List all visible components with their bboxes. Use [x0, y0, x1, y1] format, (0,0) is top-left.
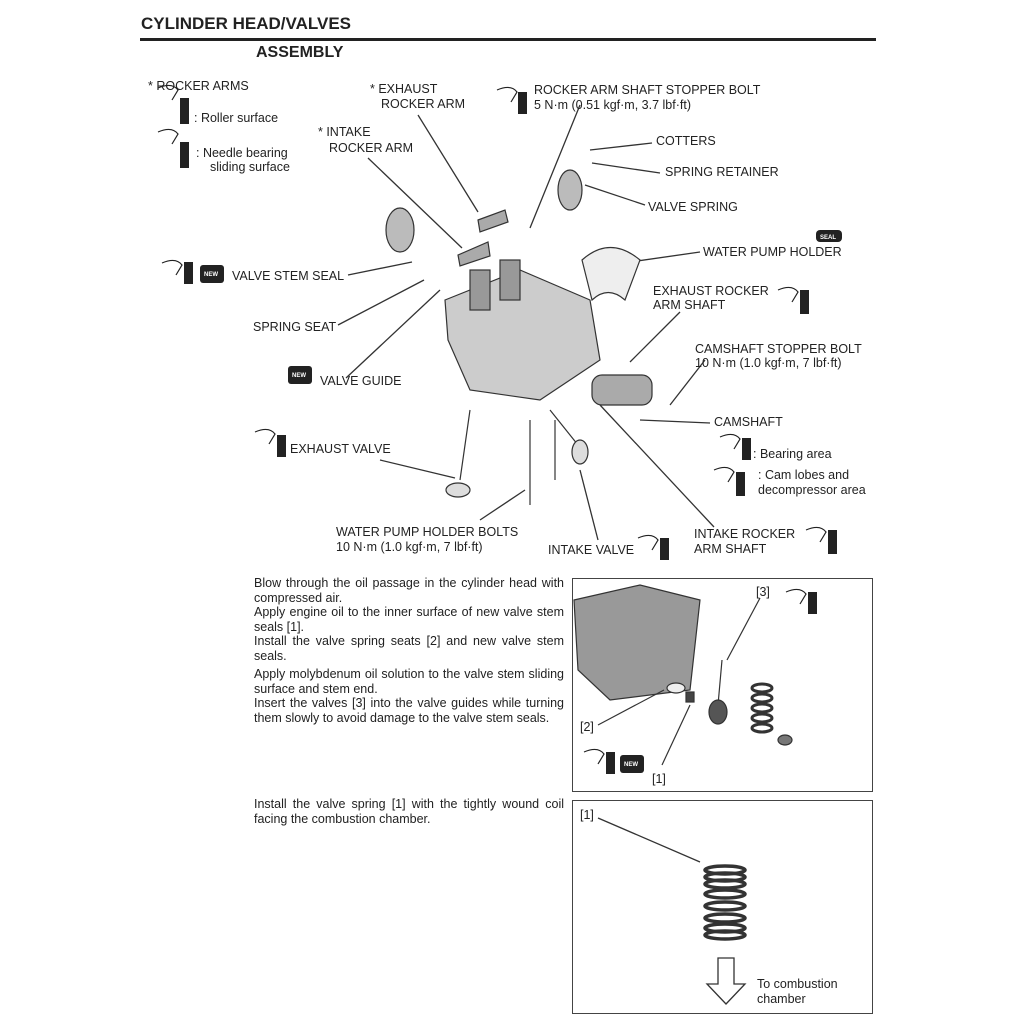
label-exhaust-rocker-arm: * EXHAUST — [370, 82, 438, 96]
label-cam-lobes-2: decompressor area — [758, 483, 866, 497]
label-intake-rocker-shaft-2: ARM SHAFT — [694, 542, 767, 556]
label-camshaft-bolt: CAMSHAFT STOPPER BOLT — [695, 342, 862, 356]
label-camshaft: CAMSHAFT — [714, 415, 783, 429]
svg-text:SEAL: SEAL — [820, 235, 836, 241]
label-intake-rocker-arm: * INTAKE — [318, 125, 371, 139]
label-camshaft-bolt-torque: 10 N·m (1.0 kgf·m, 7 lbf·ft) — [695, 356, 842, 370]
label-wp-bolts: WATER PUMP HOLDER BOLTS — [336, 525, 519, 539]
label-cam-lobes: : Cam lobes and — [758, 468, 850, 482]
svg-text:NEW: NEW — [292, 373, 306, 379]
page-subtitle: ASSEMBLY — [256, 44, 344, 61]
label-stopper-bolt: ROCKER ARM SHAFT STOPPER BOLT — [534, 83, 761, 97]
label-intake-rocker-arm-2: ROCKER ARM — [329, 141, 414, 155]
step-4: Apply molybdenum oil solution to the val… — [254, 667, 564, 696]
step-1: Blow through the oil passage in the cyli… — [254, 576, 564, 605]
new-icon-text: NEW — [204, 272, 218, 278]
label-exhaust-rocker-arm-2: ROCKER ARM — [381, 97, 466, 111]
callout-1: [1] — [652, 772, 666, 786]
label-bearing-area: : Bearing area — [753, 447, 832, 461]
rocker-arms-note: * ROCKER ARMS — [148, 79, 249, 93]
step-5: Insert the valves [3] into the valve gui… — [254, 696, 564, 725]
callout-2: [2] — [580, 720, 594, 734]
combustion-note-2: chamber — [757, 992, 806, 1006]
label-intake-rocker-shaft: INTAKE ROCKER — [694, 527, 796, 541]
callout-spring-1: [1] — [580, 808, 594, 822]
arrow-down-icon — [705, 957, 747, 1005]
label-valve-spring: VALVE SPRING — [648, 200, 738, 214]
section-title: CYLINDER HEAD/VALVES — [141, 14, 352, 33]
label-intake-valve: INTAKE VALVE — [548, 543, 635, 557]
label-valve-stem-seal: VALVE STEM SEAL — [232, 269, 345, 283]
label-exhaust-valve: EXHAUST VALVE — [290, 442, 391, 456]
step-3: Install the valve spring seats [2] and n… — [254, 634, 564, 663]
needle-bearing-label: : Needle bearing — [196, 146, 288, 160]
new-part-icon — [200, 265, 224, 283]
label-stopper-bolt-torque: 5 N·m (0.51 kgf·m, 3.7 lbf·ft) — [534, 98, 691, 112]
step-2: Apply engine oil to the inner surface of… — [254, 605, 564, 634]
label-valve-guide: VALVE GUIDE — [320, 374, 402, 388]
step-6: Install the valve spring [1] with the ti… — [254, 797, 564, 826]
label-exhaust-rocker-shaft-2: ARM SHAFT — [653, 298, 726, 312]
figure-valve-install — [572, 578, 873, 792]
figure-valve-spring — [572, 800, 873, 1014]
callout-3: [3] — [756, 585, 770, 599]
title-rule — [140, 38, 876, 41]
label-water-pump-holder: WATER PUMP HOLDER — [703, 245, 842, 259]
needle-bearing-label-2: sliding surface — [210, 160, 290, 174]
roller-surface-label: : Roller surface — [194, 111, 279, 125]
label-wp-bolts-torque: 10 N·m (1.0 kgf·m, 7 lbf·ft) — [336, 540, 483, 554]
label-spring-seat: SPRING SEAT — [253, 320, 337, 334]
label-cotters: COTTERS — [656, 134, 716, 148]
label-spring-retainer: SPRING RETAINER — [665, 165, 779, 179]
label-exhaust-rocker-shaft: EXHAUST ROCKER — [653, 284, 769, 298]
combustion-note: To combustion — [757, 977, 838, 991]
svg-text:NEW: NEW — [624, 762, 638, 768]
